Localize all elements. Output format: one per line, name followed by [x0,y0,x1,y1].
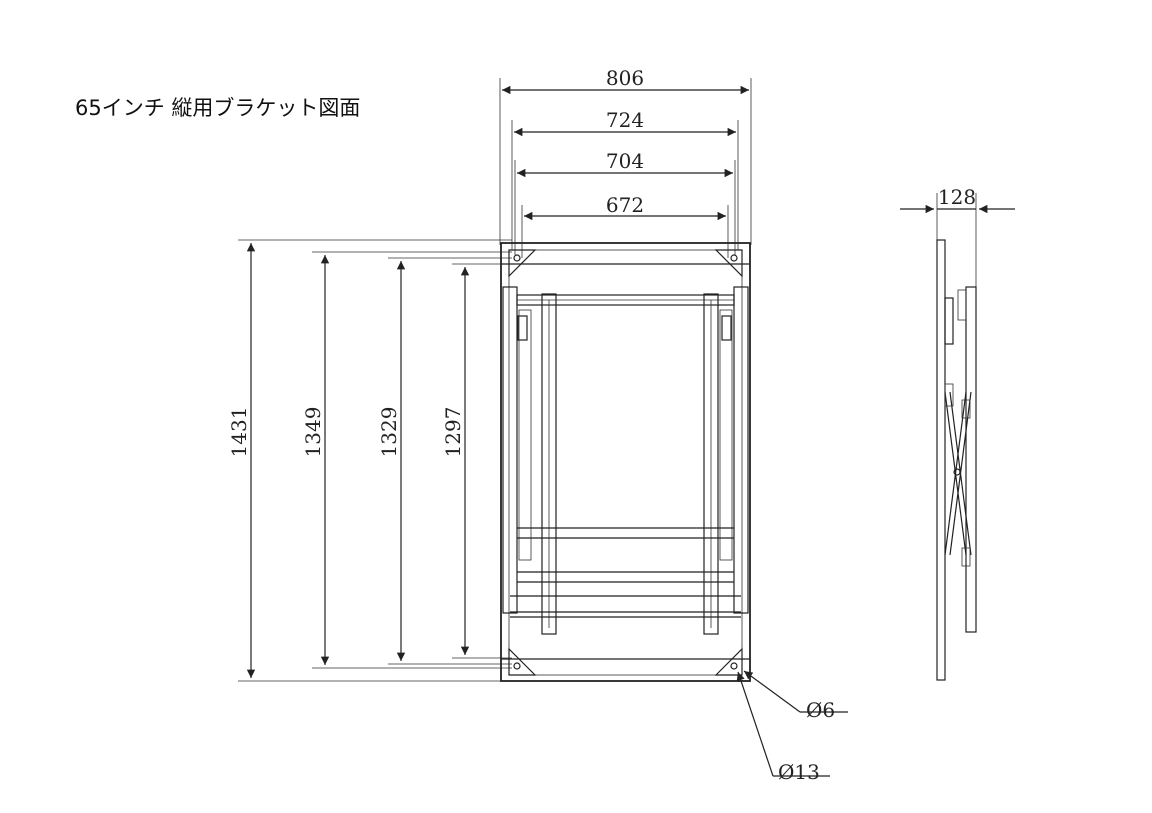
dim-label-1329: 1329 [377,407,401,458]
hole-label-large: Ø13 [778,760,820,784]
dim-label-128: 128 [938,185,976,209]
side-view-bracket: 128 [900,185,1015,681]
hole-label-small: Ø6 [806,698,835,722]
dim-label-1431: 1431 [227,407,251,458]
mount-rail-left [541,293,557,635]
corner-gusset-tr [714,249,743,278]
display-rail [965,286,977,633]
corner-gusset-bl [508,647,537,676]
wall-plate [936,239,946,681]
dim-label-704: 704 [606,149,644,173]
dim-label-806: 806 [606,66,644,90]
corner-gusset-br [714,647,743,676]
outer-frame [500,242,751,682]
width-dimensions: 806 724 704 672 [499,66,752,258]
front-view-bracket [500,242,751,682]
height-dimensions: 1431 1349 1329 1297 [227,239,512,682]
dim-label-1297: 1297 [441,407,465,458]
corner-gusset-tl [508,249,537,278]
mount-rail-right [703,293,719,635]
dim-label-672: 672 [606,193,644,217]
dim-label-1349: 1349 [301,407,325,458]
dim-label-724: 724 [606,108,644,132]
drawing-title: 65インチ 縦用ブラケット図面 [75,96,361,120]
hole-callouts: Ø6 Ø13 [736,670,848,784]
